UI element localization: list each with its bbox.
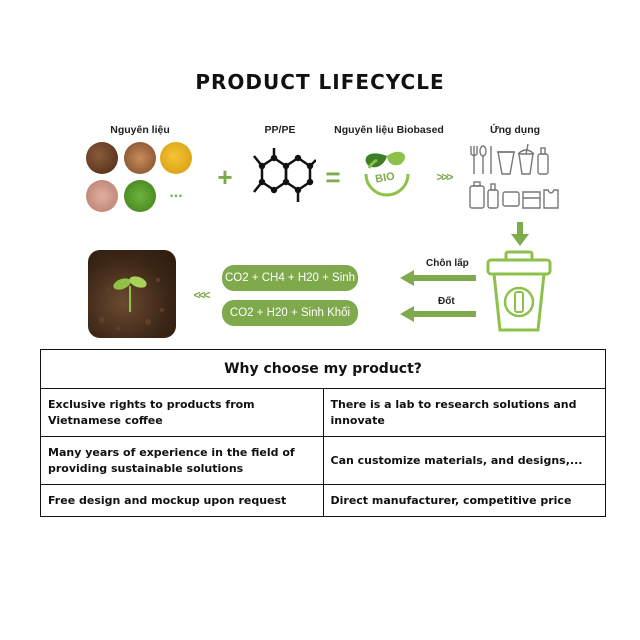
pppe-label: PP/PE (240, 124, 320, 136)
trash-bin-icon (484, 250, 554, 334)
husk-image (124, 142, 156, 174)
landfill-label: Chôn lấp (426, 258, 469, 269)
molecule-icon (246, 144, 316, 206)
grass-image (124, 180, 156, 212)
landfill-result-pill: CO2 + CH4 + H20 + Sinh Khối (222, 265, 358, 291)
raw-materials-label: Nguyên liệu (88, 124, 192, 136)
table-cell: Many years of experience in the field of… (41, 437, 324, 485)
table-cell: Exclusive rights to products from Vietna… (41, 389, 324, 437)
table-cell: Direct manufacturer, competitive price (323, 485, 606, 517)
application-label: Ứng dụng (470, 124, 560, 136)
more-ellipsis: ... (160, 184, 192, 202)
incineration-arrow (400, 306, 476, 322)
table-cell: Can customize materials, and designs,... (323, 437, 606, 485)
soil-sprout-image (88, 250, 176, 338)
table-heading: Why choose my product? (41, 350, 606, 389)
corn-image (160, 142, 192, 174)
disposable-items-icon (468, 142, 560, 216)
why-choose-table: Why choose my product? Exclusive rights … (40, 349, 606, 517)
landfill-arrow (400, 270, 476, 286)
down-arrow-icon (511, 222, 529, 248)
equals-sign: = (318, 162, 348, 193)
biobased-label: Nguyên liệu Biobased (326, 124, 452, 136)
table-row: Free design and mockup upon request Dire… (41, 485, 606, 517)
coffee-grounds-image (86, 142, 118, 174)
page-title: PRODUCT LIFECYCLE (0, 70, 640, 94)
back-chevrons: <<< (186, 288, 216, 302)
table-cell: There is a lab to research solutions and… (323, 389, 606, 437)
table-cell: Free design and mockup upon request (41, 485, 324, 517)
incineration-result-pill: CO2 + H20 + Sinh Khối (222, 300, 358, 326)
plus-sign: + (210, 162, 240, 193)
table-row: Many years of experience in the field of… (41, 437, 606, 485)
fiber-image (86, 180, 118, 212)
forward-chevrons: >>> (426, 170, 462, 184)
table-row: Exclusive rights to products from Vietna… (41, 389, 606, 437)
